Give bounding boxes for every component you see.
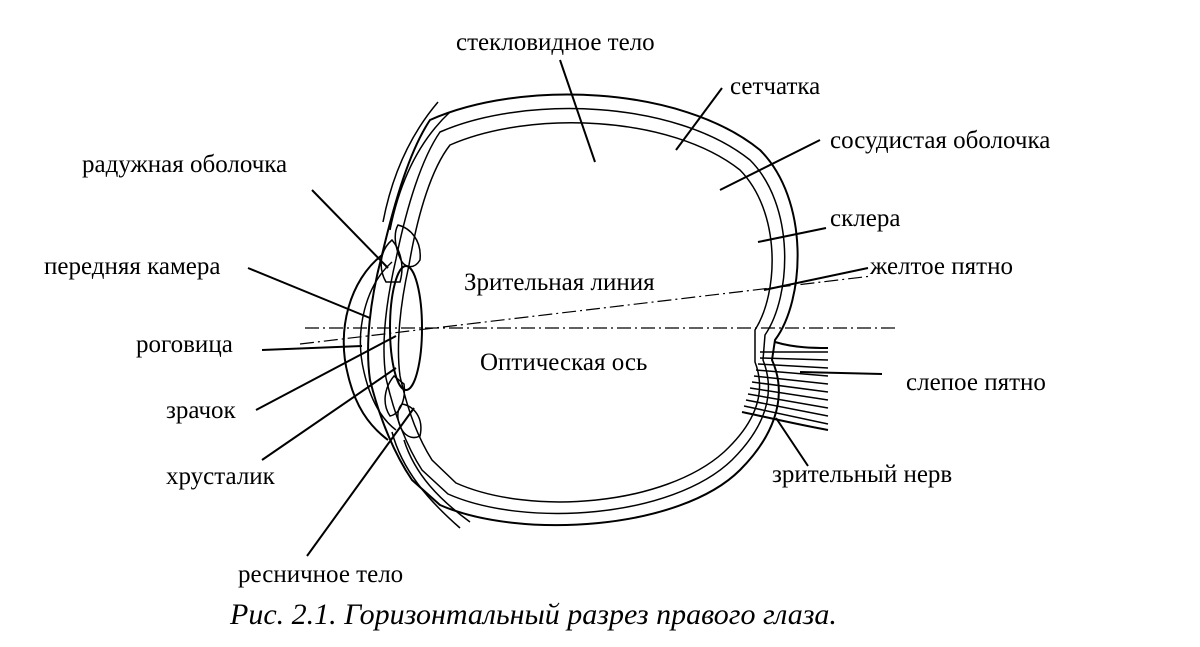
- label-lens: хрусталик: [166, 463, 276, 490]
- label-optic-nerve: зрительный нерв: [772, 461, 952, 488]
- label-pupil: зрачок: [166, 397, 237, 424]
- figure-caption: Рис. 2.1. Горизонтальный разрез правого …: [229, 598, 837, 631]
- label-cornea: роговица: [136, 331, 233, 358]
- iris-upper: [380, 238, 403, 283]
- label-choroid: сосудистая оболочка: [830, 127, 1050, 154]
- choroid-outline: [383, 107, 786, 515]
- label-anterior-chamber: передняя камера: [44, 253, 220, 280]
- label-blind-spot: слепое пятно: [906, 369, 1046, 396]
- label-sclera: склера: [830, 205, 900, 232]
- anterior-segment: [342, 101, 471, 529]
- label-optical-axis: Оптическая ось: [480, 349, 647, 376]
- ciliary-upper: [394, 224, 421, 268]
- sclera-outline: [367, 93, 799, 527]
- leader-lines: [247, 59, 883, 557]
- eyeball: [367, 93, 799, 527]
- labels: стекловидное тело сетчатка сосудистая об…: [44, 29, 1050, 588]
- label-retina: сетчатка: [730, 73, 820, 100]
- iris-lower: [384, 374, 406, 417]
- ciliary-lower: [397, 403, 422, 439]
- retina-outline: [397, 122, 773, 503]
- label-iris: радужная оболочка: [82, 151, 287, 178]
- label-macula: желтое пятно: [869, 253, 1013, 280]
- optic-nerve-bundle: [741, 341, 829, 431]
- label-visual-line: Зрительная линия: [464, 269, 655, 296]
- label-vitreous-body: стекловидное тело: [456, 29, 655, 56]
- label-ciliary-body: ресничное тело: [238, 561, 403, 588]
- cornea-outline: [342, 254, 389, 441]
